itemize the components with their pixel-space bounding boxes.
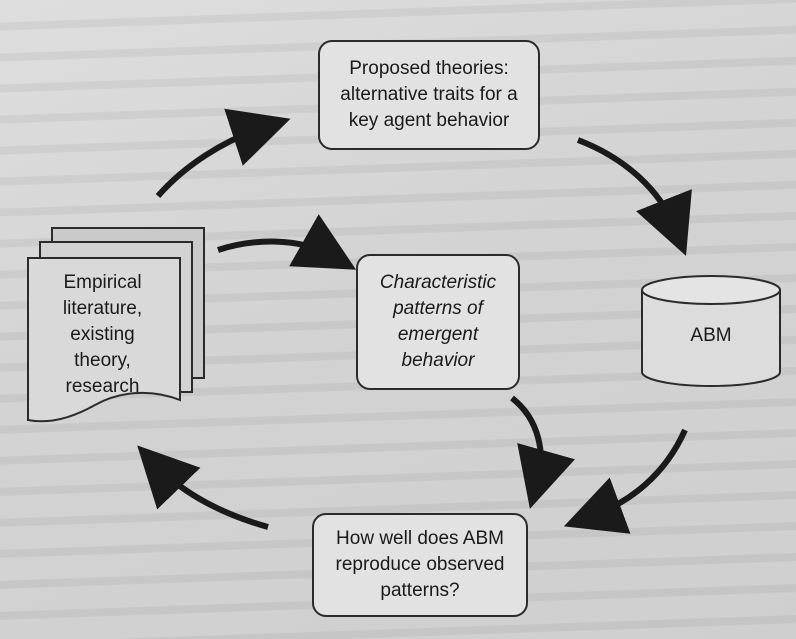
arrow-theories-to-abm — [576, 137, 692, 256]
node-abm: ABM — [690, 325, 732, 346]
abm-cylinder — [641, 275, 781, 387]
arrow-literature-to-patterns — [217, 214, 357, 270]
node-literature: Empirical literature, existing theory, r… — [62, 272, 143, 397]
node-reproduce: How well does ABM reproduce observed pat… — [312, 513, 528, 617]
arrow-patterns-to-reproduce — [510, 395, 575, 509]
node-theories: Proposed theories: alternative traits fo… — [318, 40, 540, 150]
arrow-literature-to-theories — [155, 108, 291, 198]
node-patterns: Characteristic patterns of emergent beha… — [356, 254, 520, 390]
document-stack-icon — [27, 227, 205, 423]
arrow-abm-to-reproduce — [563, 428, 688, 534]
arrow-reproduce-to-literature — [137, 445, 269, 530]
